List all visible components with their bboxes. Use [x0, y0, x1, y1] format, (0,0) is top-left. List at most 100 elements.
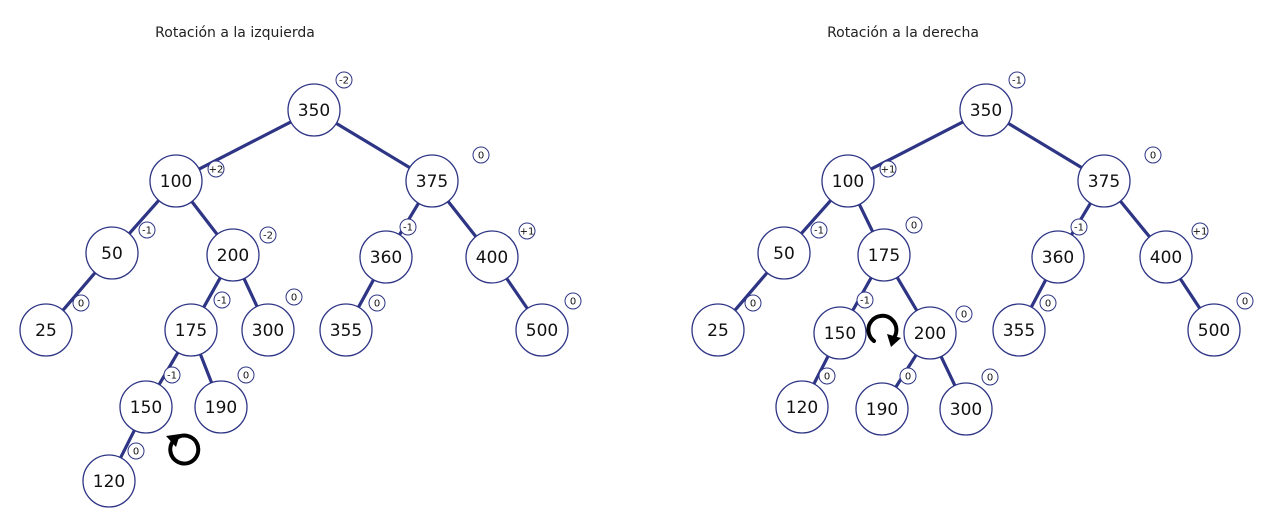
node-value: 175 — [868, 246, 900, 266]
balance-factor: 0 — [291, 293, 297, 304]
balance-factor: -2 — [339, 76, 349, 87]
edge-50-25 — [61, 271, 97, 312]
tree-node-350: 350 -1 — [959, 71, 1026, 137]
counterclockwise-rotation-icon — [166, 433, 201, 466]
edge-400-500 — [1178, 277, 1202, 310]
right-rotation-diagram: Rotación a la derecha 350-1100+1375050-1… — [691, 25, 1254, 436]
node-circle — [992, 303, 1046, 357]
node-value: 150 — [824, 324, 856, 344]
balance-badge — [1191, 222, 1209, 240]
balance-badge — [1236, 292, 1254, 310]
balance-factor: -1 — [1074, 223, 1084, 234]
tree-node-100: 100+1 — [821, 154, 897, 208]
balance-factor: -1 — [403, 223, 413, 234]
tree-node-360: 360-1 — [359, 218, 417, 284]
balance-badge — [818, 367, 836, 385]
node-circle — [903, 306, 957, 360]
tree-node-50: 50-1 — [85, 221, 156, 280]
node-circle — [241, 303, 295, 357]
node-circle — [1031, 230, 1085, 284]
node-circle — [149, 154, 203, 208]
balance-badge — [259, 226, 277, 244]
node-circle — [515, 303, 569, 357]
balance-factor: 0 — [987, 373, 993, 384]
balance-badge — [810, 221, 828, 239]
tree-node-350: 350-2 — [287, 71, 353, 137]
balance-factor: -1 — [1012, 76, 1022, 87]
edge-175-190 — [198, 352, 214, 385]
balance-factor: +1 — [520, 227, 535, 238]
edge-350-375 — [334, 121, 412, 170]
tree-node-25: 250 — [19, 294, 90, 357]
node-circle — [1139, 230, 1193, 284]
balance-factor: 0 — [478, 151, 484, 162]
edge-360-355 — [356, 278, 376, 309]
left-tree-edges — [61, 120, 529, 460]
right-diagram-title: Rotación a la derecha — [827, 25, 979, 41]
balance-badge — [899, 367, 917, 385]
edge-400-500 — [505, 276, 529, 311]
balance-badge — [237, 366, 255, 384]
node-circle — [85, 226, 139, 280]
node-circle — [691, 303, 745, 357]
balance-badge — [127, 442, 145, 460]
node-circle — [939, 382, 993, 436]
node-value: 150 — [130, 398, 162, 418]
node-circle — [1077, 154, 1131, 208]
node-circle — [164, 303, 218, 357]
left-rotation-diagram: Rotación a la izquierda 350-2100+2375050… — [19, 25, 582, 508]
tree-node-150: 150 -1 — [119, 366, 181, 434]
edge-375-400 — [1118, 199, 1152, 239]
node-value: 25 — [707, 321, 729, 341]
balance-badge — [856, 291, 874, 309]
balance-factor: 0 — [750, 299, 756, 310]
balance-factor: -1 — [860, 296, 870, 307]
edge-175-200 — [895, 275, 919, 313]
left-diagram-title: Rotación a la izquierda — [155, 25, 315, 41]
node-circle — [775, 380, 829, 434]
tree-node-175: 175-1 — [164, 291, 231, 357]
balance-factor: -1 — [217, 296, 227, 307]
edge-375-400 — [446, 199, 478, 239]
balance-badge — [163, 366, 181, 384]
edge-200-300 — [242, 277, 259, 308]
balance-badge — [213, 291, 231, 309]
balance-factor: 0 — [961, 310, 967, 321]
balance-badge — [399, 218, 417, 236]
node-value: 25 — [35, 321, 57, 341]
balance-badge — [335, 71, 353, 89]
node-value: 350 — [970, 101, 1002, 121]
balance-factor: 0 — [1242, 297, 1248, 308]
edge-360-355 — [1029, 278, 1048, 309]
balance-badge — [72, 294, 90, 312]
balance-badge — [207, 160, 225, 178]
balance-factor: -1 — [167, 371, 177, 382]
node-value: 100 — [160, 172, 192, 192]
node-circle — [206, 228, 260, 282]
balance-factor: 0 — [570, 297, 576, 308]
edge-100-50 — [127, 198, 161, 236]
node-value: 200 — [914, 324, 946, 344]
node-value: 190 — [205, 398, 237, 418]
balance-badge — [1070, 218, 1088, 236]
balance-badge — [138, 221, 156, 239]
edge-50-25 — [733, 271, 769, 312]
balance-badge — [1008, 71, 1026, 89]
balance-factor: 0 — [374, 299, 380, 310]
balance-factor: 0 — [243, 371, 249, 382]
node-circle — [855, 382, 909, 436]
edge-100-175 — [857, 202, 875, 234]
edge-350-375 — [1006, 121, 1084, 170]
node-value: 360 — [1042, 248, 1074, 268]
node-value: 120 — [93, 472, 125, 492]
